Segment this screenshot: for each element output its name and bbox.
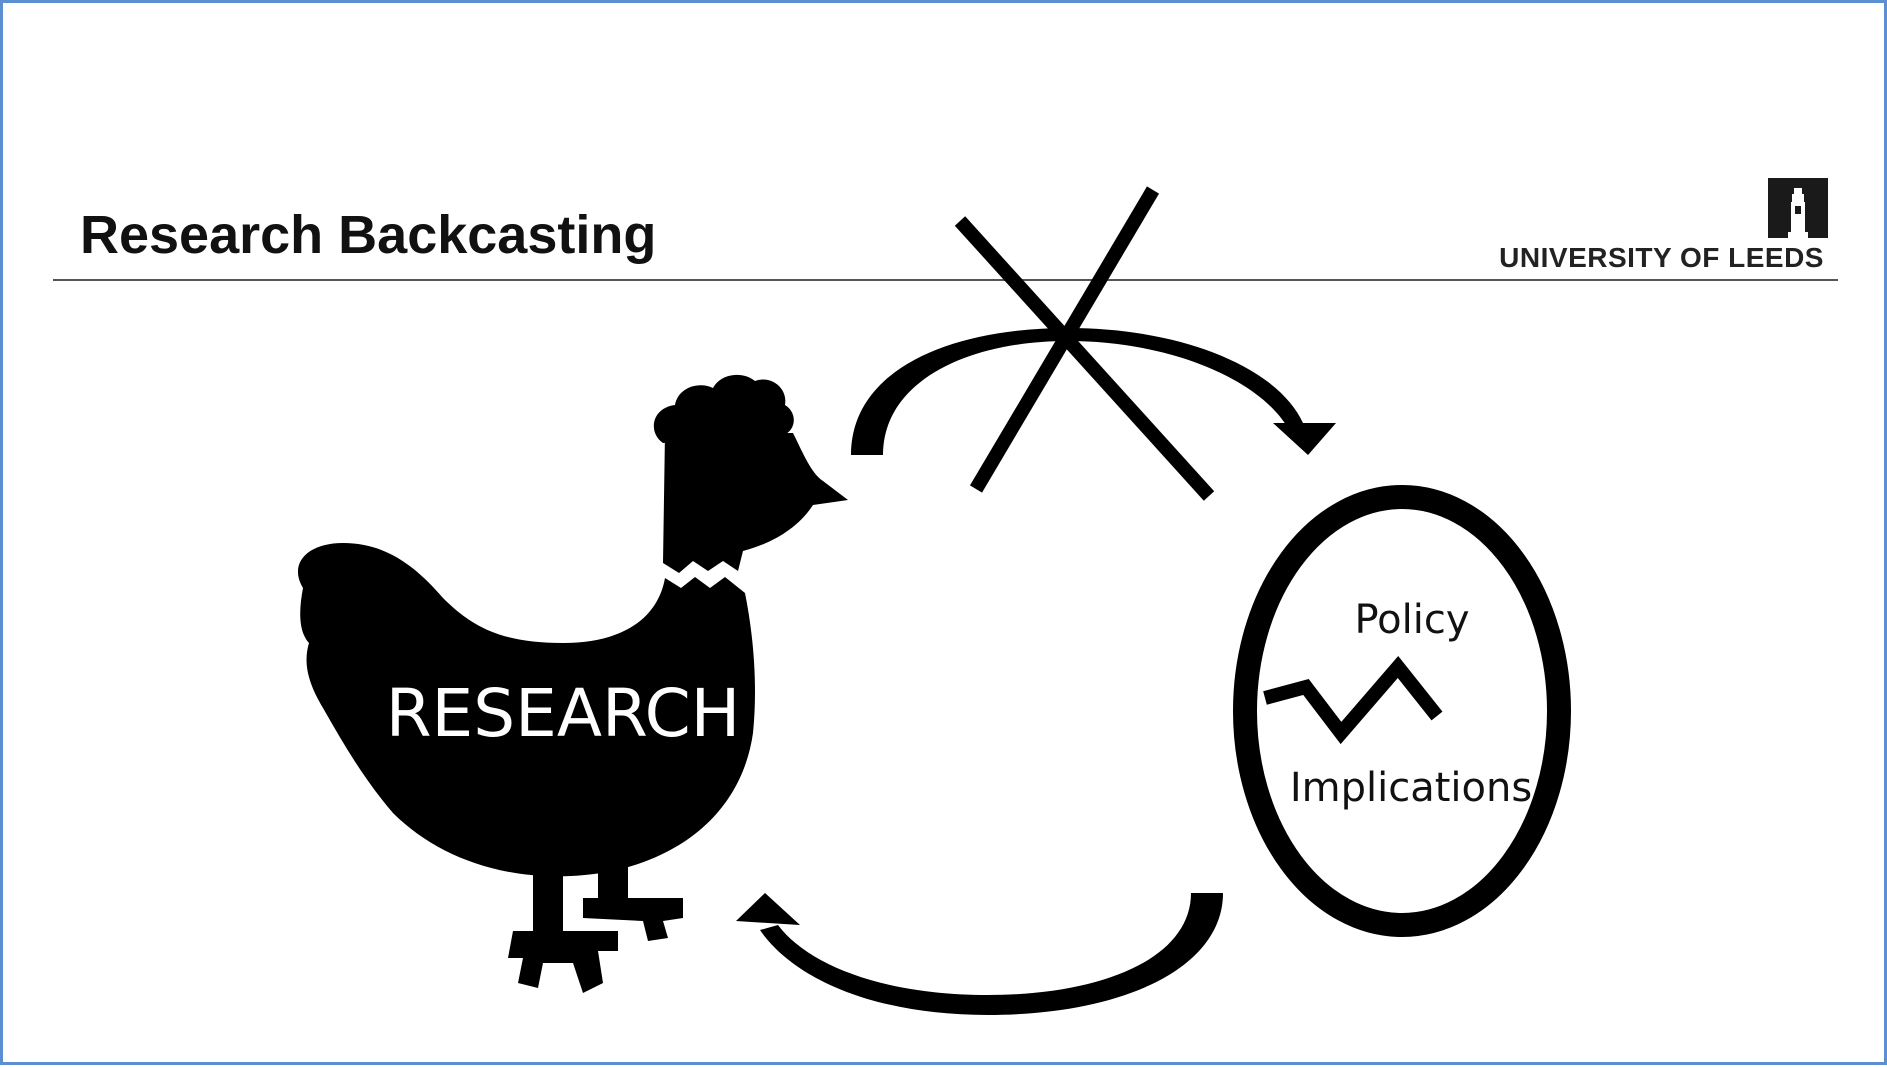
curved-arrow-icon — [851, 328, 1336, 455]
egg-label-implications: Implications — [1290, 765, 1532, 811]
university-tower-icon — [1768, 178, 1828, 238]
slide-title: Research Backcasting — [80, 205, 657, 265]
egg-label-policy: Policy — [1354, 597, 1469, 643]
university-logo-text: UNIVERSITY OF LEEDS — [1499, 242, 1824, 273]
title-divider — [53, 279, 1838, 281]
backcasting-diagram: RESEARCH Policy Implications — [297, 186, 1571, 1015]
chicken-icon — [297, 374, 848, 993]
egg-icon — [1233, 485, 1571, 937]
crack-icon — [1263, 656, 1443, 745]
cross-icon — [954, 186, 1215, 501]
chicken-label: RESEARCH — [386, 675, 741, 752]
curved-arrow-icon — [736, 893, 1223, 1015]
